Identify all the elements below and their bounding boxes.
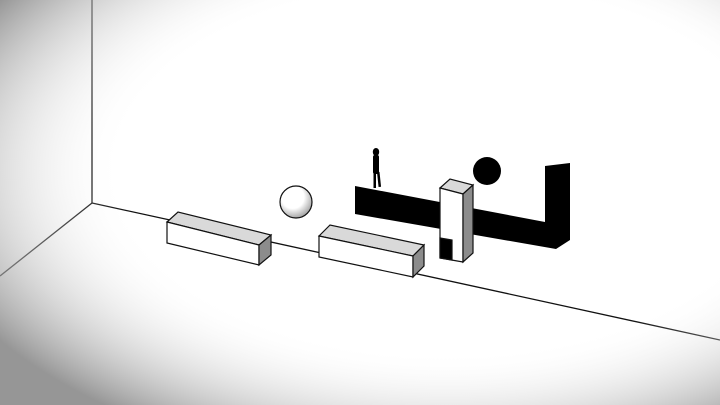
shadow-ball — [473, 157, 501, 185]
tall-box — [438, 178, 475, 264]
ball — [279, 185, 313, 219]
